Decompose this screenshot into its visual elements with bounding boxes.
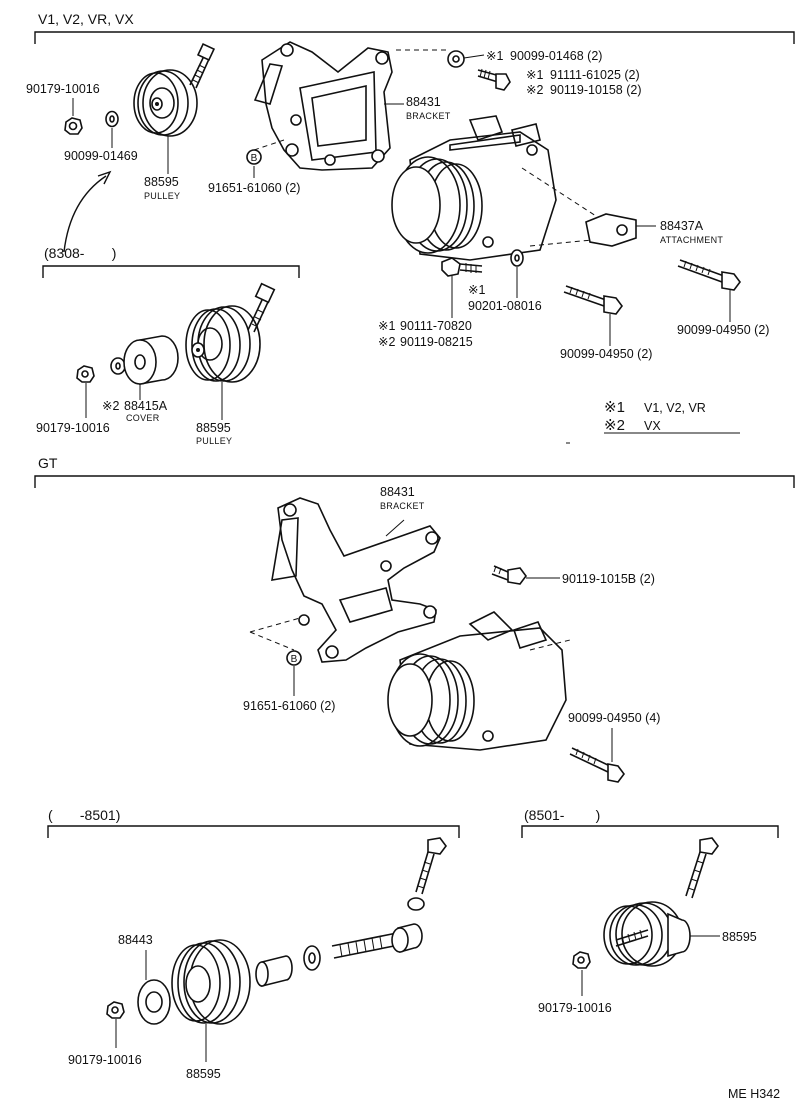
part-label: 88595 [722,930,757,944]
legend-key-1: ※1 [604,399,625,416]
part-name: PULLEY [144,191,180,201]
bolt-icon [491,565,527,585]
part-label: 90099-04950 (2) [677,323,769,337]
part-label: 90179-10016 [538,1001,612,1015]
stud-bolt-icon [441,257,483,277]
washer-icon [303,945,321,971]
pulley-icon [133,69,198,137]
part-label: 88595 [144,175,179,189]
svg-text:B: B [251,153,258,164]
part-label: 90119-1015B (2) [562,572,655,586]
svg-text:B: B [291,654,298,665]
part-label: 88431 [406,95,441,109]
part-label: 88595 [186,1067,221,1081]
section-title-gt-early: ( -8501) [48,807,120,823]
washer-icon [510,249,524,267]
nut-icon [572,951,591,969]
part-label: 91111-61025 (2) [550,68,640,82]
mark-1: ※1 [378,319,395,333]
b-marker-icon: B [286,650,302,666]
part-name: BRACKET [406,111,451,121]
part-label: 90099-04950 (4) [568,711,660,725]
part-label: 90099-01469 [64,149,138,163]
mark-1: ※1 [526,68,543,82]
mark-1: ※1 [468,283,485,297]
part-name: BRACKET [380,501,425,511]
bolt-icon [407,837,447,911]
compressor-icon [387,611,567,751]
section-brackets [34,31,795,838]
part-label: 90119-10158 (2) [550,83,642,97]
part-label: 90179-10016 [26,82,100,96]
section-title-gt-late: (8501- ) [524,807,600,823]
washer-icon [110,357,126,375]
nut-icon [106,1001,125,1019]
part-label: 90119-08215 [400,335,473,349]
mark-2: ※2 [526,83,543,97]
bolt-icon [677,259,741,291]
part-label: 88431 [380,485,415,499]
mark-1: ※1 [486,49,503,63]
part-label: 88415A [124,399,168,413]
section-title-early-pulley: (8308- ) [44,245,116,261]
bolt-icon [569,747,625,783]
pulley-icon [603,901,691,967]
mark-2: ※2 [378,335,395,349]
part-label: 88437A [660,219,704,233]
section-title-gt: GT [38,455,58,471]
part-label: 91651-61060 (2) [243,699,335,713]
legend-key-2: ※2 [604,417,625,434]
legend-value-2: VX [644,419,661,433]
part-label: 90099-01468 (2) [510,49,602,63]
bracket-icon [271,497,441,663]
bolt-icon [247,282,276,333]
compressor-icon [391,115,557,261]
labels: V1, V2, VR, VX (8308- ) GT ( -8501) (850… [26,11,780,1101]
cover-icon [123,335,179,385]
part-label: 91651-61060 (2) [208,181,300,195]
nut-icon [76,365,95,383]
spacer-icon [255,955,293,988]
part-label: 90179-10016 [68,1053,142,1067]
part-label: 88443 [118,933,153,947]
part-label: 90201-08016 [468,299,542,313]
nut-icon [64,117,83,135]
diagram-code: ME H342 [728,1087,780,1101]
attachment-icon [585,213,637,247]
part-name: ATTACHMENT [660,235,723,245]
shaft-bolt-icon [331,923,423,959]
arrow-icon [63,170,112,253]
part-label: 90111-70820 [400,319,472,333]
part-label: 90179-10016 [36,421,110,435]
bolt-icon [563,285,623,315]
bolt-icon [685,837,719,899]
washer-icon [447,50,465,68]
mark-2: ※2 [102,399,119,413]
bracket-icon [253,41,393,171]
part-label: 90099-04950 (2) [560,347,652,361]
washer-icon [137,979,171,1025]
part-name: COVER [126,413,160,423]
part-label: 88595 [196,421,231,435]
bolt-icon [477,68,511,91]
bolt-icon [189,42,216,89]
legend-value-1: V1, V2, VR [644,401,706,415]
washer-icon [105,110,119,128]
b-marker-icon: B [246,149,262,165]
pulley-icon [185,305,261,383]
pulley-icon [171,939,251,1025]
section-title-v-models: V1, V2, VR, VX [38,11,134,27]
part-name: PULLEY [196,436,232,446]
